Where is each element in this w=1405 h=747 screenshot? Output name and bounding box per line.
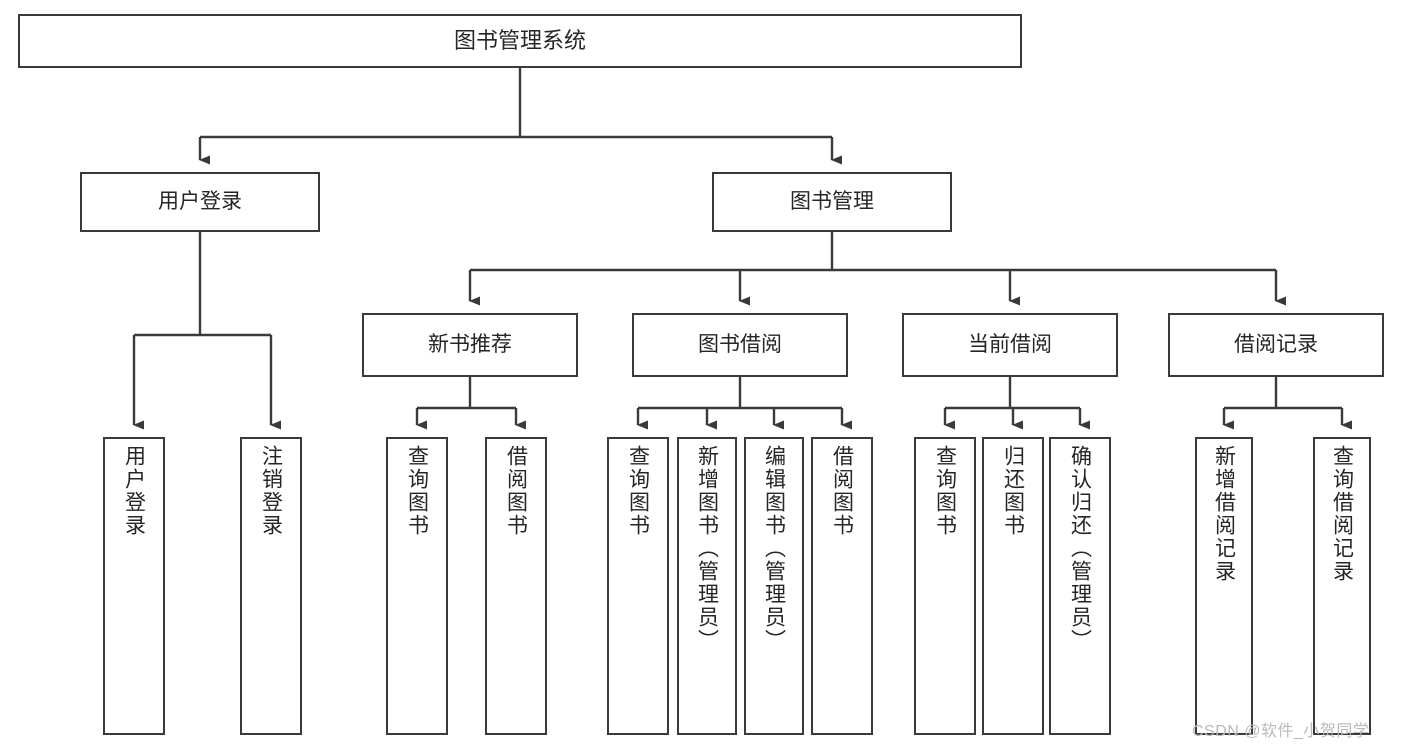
leaf-logout-label: 注销登录	[259, 445, 283, 537]
node-current-borrow-label: 当前借阅	[968, 332, 1052, 356]
leaf-record-query-record-label: 查询借阅记录	[1330, 445, 1354, 583]
leaf-borrow-edit-book-admin-label: 编辑图书（管理员）	[762, 445, 786, 652]
node-user-login[interactable]: 用户登录	[80, 172, 320, 232]
leaf-newbook-query-book[interactable]: 查询图书	[386, 437, 448, 735]
leaf-record-query-record[interactable]: 查询借阅记录	[1313, 437, 1371, 735]
leaf-current-return-book-label: 归还图书	[1001, 445, 1025, 537]
leaf-newbook-borrow-book-label: 借阅图书	[504, 445, 528, 537]
leaf-user-login[interactable]: 用户登录	[103, 437, 165, 735]
leaf-borrow-add-book-admin[interactable]: 新增图书（管理员）	[677, 437, 737, 735]
leaf-user-login-label: 用户登录	[122, 445, 146, 537]
node-current-borrow[interactable]: 当前借阅	[902, 313, 1118, 377]
leaf-borrow-edit-book-admin[interactable]: 编辑图书（管理员）	[744, 437, 804, 735]
leaf-current-query-book[interactable]: 查询图书	[914, 437, 976, 735]
leaf-current-confirm-return-admin-label: 确认归还（管理员）	[1068, 445, 1092, 652]
node-book-borrow-label: 图书借阅	[698, 332, 782, 356]
leaf-borrow-query-book-label: 查询图书	[626, 445, 650, 537]
leaf-record-add-record[interactable]: 新增借阅记录	[1195, 437, 1253, 735]
leaf-newbook-borrow-book[interactable]: 借阅图书	[485, 437, 547, 735]
leaf-logout[interactable]: 注销登录	[240, 437, 302, 735]
node-borrow-record[interactable]: 借阅记录	[1168, 313, 1384, 377]
node-book-borrow[interactable]: 图书借阅	[632, 313, 848, 377]
leaf-current-return-book[interactable]: 归还图书	[982, 437, 1044, 735]
node-root[interactable]: 图书管理系统	[18, 14, 1022, 68]
leaf-borrow-borrow-book[interactable]: 借阅图书	[811, 437, 873, 735]
leaf-newbook-query-book-label: 查询图书	[405, 445, 429, 537]
node-new-book-recommend[interactable]: 新书推荐	[362, 313, 578, 377]
node-user-login-label: 用户登录	[158, 189, 242, 213]
node-new-book-recommend-label: 新书推荐	[428, 332, 512, 356]
leaf-current-query-book-label: 查询图书	[933, 445, 957, 537]
leaf-borrow-add-book-admin-label: 新增图书（管理员）	[695, 445, 719, 652]
node-book-management-label: 图书管理	[790, 189, 874, 213]
node-borrow-record-label: 借阅记录	[1234, 332, 1318, 356]
node-root-label: 图书管理系统	[453, 28, 586, 54]
csdn-watermark: CSDN @软件_小贺同学	[1192, 723, 1370, 740]
leaf-borrow-borrow-book-label: 借阅图书	[830, 445, 854, 537]
leaf-borrow-query-book[interactable]: 查询图书	[607, 437, 669, 735]
node-book-management[interactable]: 图书管理	[712, 172, 952, 232]
leaf-record-add-record-label: 新增借阅记录	[1212, 445, 1236, 583]
leaf-current-confirm-return-admin[interactable]: 确认归还（管理员）	[1049, 437, 1111, 735]
